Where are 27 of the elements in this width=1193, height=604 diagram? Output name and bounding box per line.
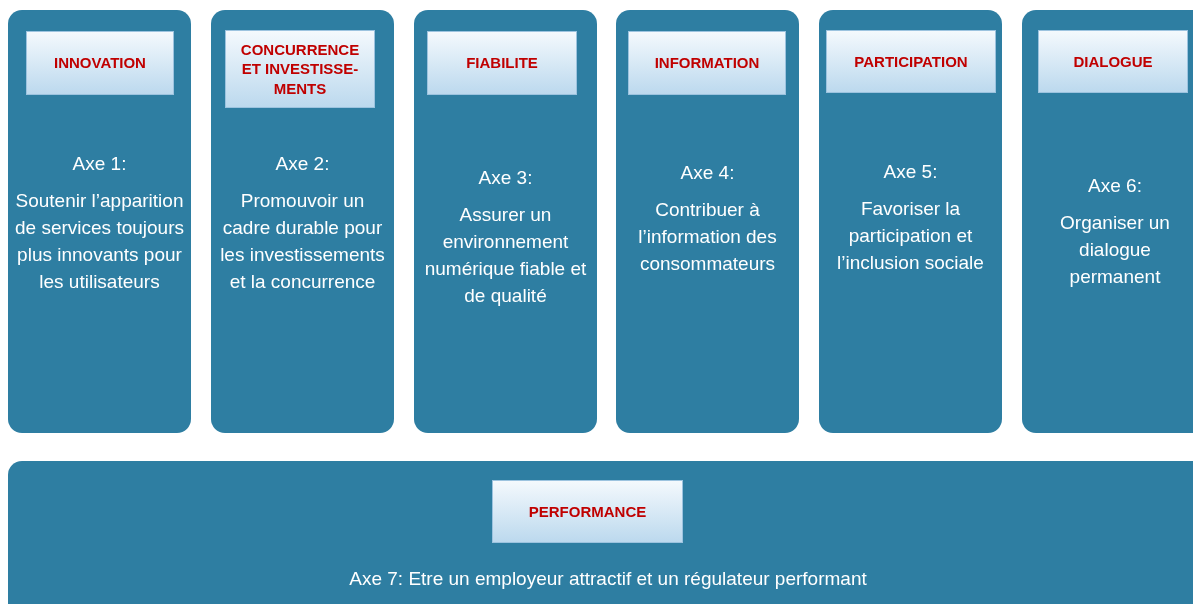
axis-number: Axe 2: <box>275 152 330 176</box>
axis-panel <box>414 10 597 433</box>
axis-panel <box>8 461 1193 604</box>
category-label-box: PARTICIPATION <box>826 30 996 93</box>
axis-panel <box>616 10 799 433</box>
axis-description: Axe 7: Etre un employeur attractif et un régulateur performant <box>349 567 867 591</box>
category-label-box: PERFORMANCE <box>492 480 683 543</box>
axis-description: Favoriser la participation et l’inclusion sociale <box>836 197 985 275</box>
category-label-box: INFORMATION <box>628 31 786 95</box>
axis-number: Axe 3: <box>478 166 533 190</box>
axis-number: Axe 4: <box>680 161 735 185</box>
axis-panel <box>211 10 394 433</box>
category-label-box: DIALOGUE <box>1038 30 1188 93</box>
axis-description: Assurer un environnement numérique fiable et de qualité <box>424 203 587 308</box>
axis-panel <box>819 10 1002 433</box>
axis-description: Contribuer à l’information des consommateurs <box>637 198 778 276</box>
axis-number: Axe 1: <box>72 152 127 176</box>
axis-number: Axe 6: <box>1088 174 1142 198</box>
category-label-box: FIABILITE <box>427 31 577 95</box>
axis-description: Organiser un dialogue permanent <box>1059 211 1171 289</box>
axis-description: Soutenir l’apparition de services toujours plus innovants pour les utilisateurs <box>14 189 185 294</box>
axis-number: Axe 5: <box>883 160 938 184</box>
category-label-box: CONCURRENCE ET INVESTISSE-MENTS <box>225 30 375 108</box>
axis-panel <box>8 10 191 433</box>
category-label-box: INNOVATION <box>26 31 174 95</box>
axis-panel <box>1022 10 1193 433</box>
axis-description: Promouvoir un cadre durable pour les investissements et la concurrence <box>219 189 386 294</box>
